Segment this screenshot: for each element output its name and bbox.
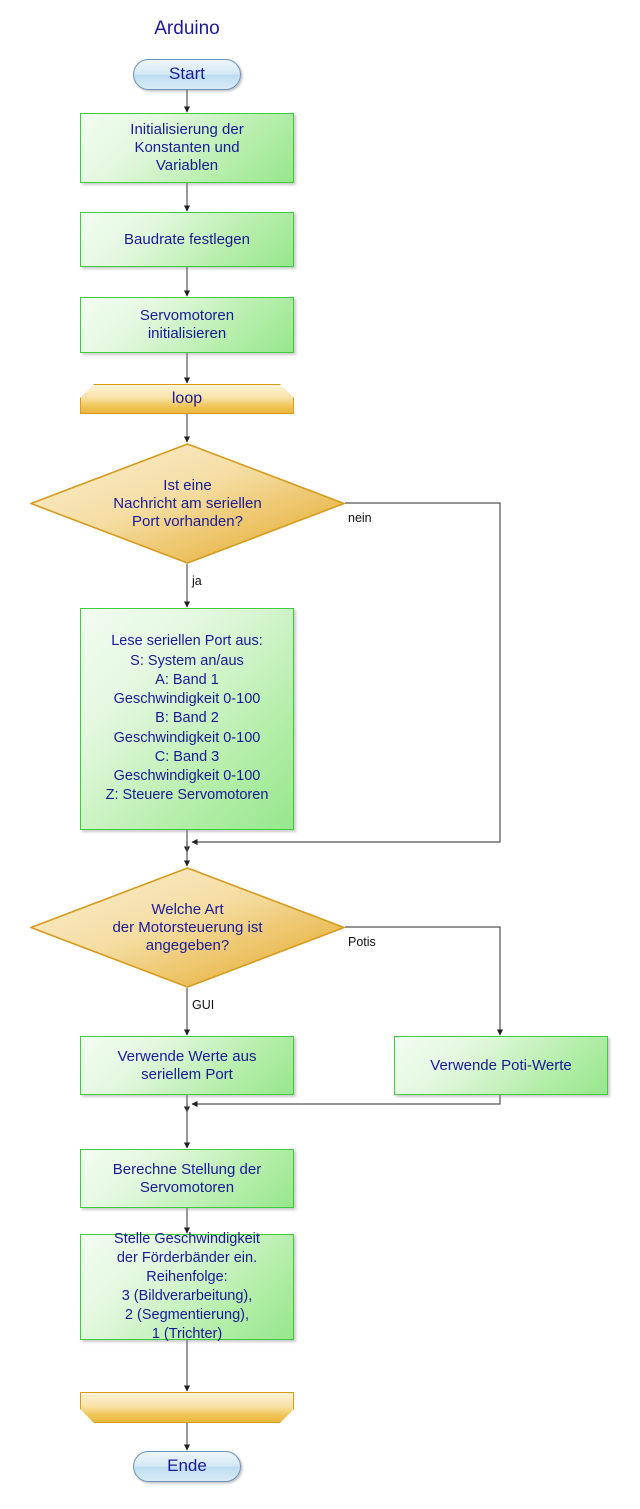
node-use-serial-values-label: Verwende Werte aus seriellem Port xyxy=(117,1047,257,1083)
edge-label-control-gui: GUI xyxy=(192,998,215,1012)
node-init-label: Initialisierung der Konstanten und Varia… xyxy=(130,121,244,174)
node-decision-serial[interactable]: Ist eine Nachricht am seriellen Port vor… xyxy=(30,443,345,564)
node-loop-end[interactable] xyxy=(80,1392,294,1423)
edge-label-serial-yes: ja xyxy=(192,574,202,588)
node-decision-serial-label: Ist eine Nachricht am seriellen Port vor… xyxy=(113,476,262,530)
node-init[interactable]: Initialisierung der Konstanten und Varia… xyxy=(80,113,294,183)
node-decision-control[interactable]: Welche Art der Motorsteuerung ist angege… xyxy=(30,867,345,988)
edge-usepoti-merge xyxy=(191,1095,501,1108)
node-end-label: Ende xyxy=(167,1456,207,1476)
node-read-serial[interactable]: Lese seriellen Port aus: S: System an/au… xyxy=(80,608,294,830)
node-decision-control-label: Welche Art der Motorsteuerung ist angege… xyxy=(112,900,263,954)
node-start[interactable]: Start xyxy=(133,59,241,90)
decision-serial-shape xyxy=(30,443,345,564)
node-start-label: Start xyxy=(169,64,205,84)
node-baudrate[interactable]: Baudrate festlegen xyxy=(80,212,294,267)
node-use-poti-values[interactable]: Verwende Poti-Werte xyxy=(394,1036,608,1095)
node-use-poti-values-label: Verwende Poti-Werte xyxy=(430,1056,572,1074)
edge-label-serial-no: nein xyxy=(348,511,372,525)
node-set-speed-label: Stelle Geschwindigkeit der Förderbänder … xyxy=(114,1231,260,1342)
edge-label-control-potis: Potis xyxy=(348,935,376,949)
node-loop-start[interactable]: loop xyxy=(80,384,294,414)
node-set-speed[interactable]: Stelle Geschwindigkeit der Förderbänder … xyxy=(80,1231,294,1342)
node-servo-init-label: Servomotoren initialisieren xyxy=(139,307,235,342)
diagram-title: Arduino xyxy=(154,18,220,39)
node-end[interactable]: Ende xyxy=(133,1451,241,1482)
node-use-serial-values[interactable]: Verwende Werte aus seriellem Port xyxy=(80,1036,294,1095)
node-read-serial-label: Lese seriellen Port aus: S: System an/au… xyxy=(105,633,269,804)
node-compute-servo-label: Berechne Stellung der Servomotoren xyxy=(112,1160,262,1196)
node-compute-servo[interactable]: Berechne Stellung der Servomotoren xyxy=(80,1149,294,1208)
node-loop-start-label: loop xyxy=(171,389,203,407)
decision-control-shape xyxy=(30,867,345,988)
node-servo-init[interactable]: Servomotoren initialisieren xyxy=(80,297,294,353)
node-baudrate-label: Baudrate festlegen xyxy=(124,230,250,248)
